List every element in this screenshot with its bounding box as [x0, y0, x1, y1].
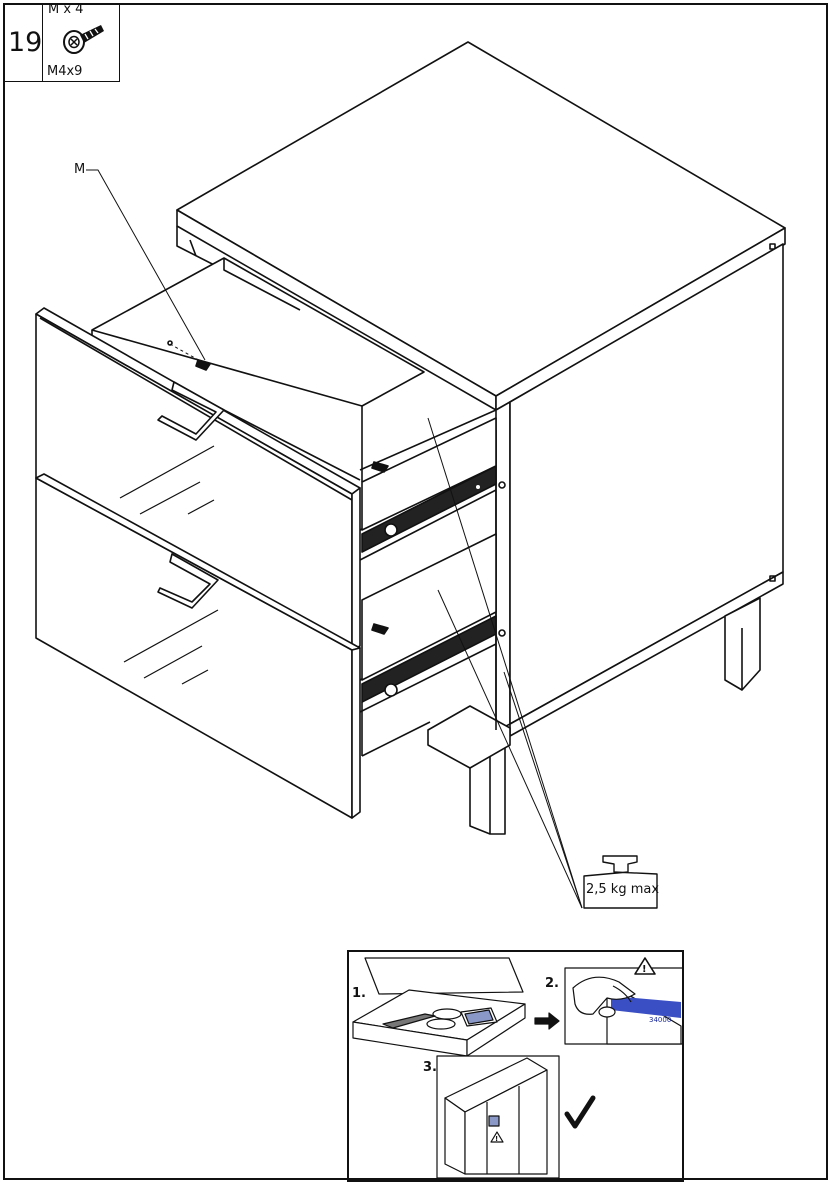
callout-leaders	[86, 169, 583, 909]
top-panel	[176, 41, 786, 411]
screw-icon	[63, 25, 104, 54]
notice-step-1-label: 1.	[352, 986, 366, 1001]
screw-callout-label: M	[74, 162, 86, 177]
warning-triangle-icon: !	[634, 957, 656, 975]
lower-drawer-front	[35, 473, 361, 819]
svg-text:!: !	[495, 1135, 498, 1143]
page-frame	[3, 3, 828, 1180]
svg-text:!: !	[642, 964, 647, 975]
part-code: M4x9	[47, 64, 83, 79]
wardrobe-illustration: !	[436, 1055, 560, 1179]
notice-step-2-label: 2.	[545, 976, 559, 991]
lower-drawer-box	[361, 533, 497, 757]
instruction-notice-box: 1. 2. 3. 34000	[347, 950, 684, 1182]
notice-illustrations: 34000 ! !	[352, 957, 682, 1179]
screws	[167, 340, 389, 635]
checkmark-icon	[564, 1095, 596, 1129]
label-peel-illustration: 34000	[564, 967, 682, 1045]
arrow-right-icon	[534, 1012, 560, 1030]
step-number-cell: 19	[5, 5, 43, 82]
notice-step-3-label: 3.	[423, 1060, 437, 1075]
drawer-handles	[157, 381, 225, 609]
part-cell: M x 4 M4x9	[43, 2, 120, 82]
upper-drawer-box	[91, 257, 497, 553]
part-quantity: M x 4	[48, 2, 84, 17]
legs	[427, 597, 761, 835]
label-code: 34000	[649, 1016, 671, 1024]
step-header: 19 M x 4 M4x9	[5, 2, 120, 82]
weight-icon	[583, 855, 658, 909]
open-box-illustration	[352, 957, 526, 1057]
step-number: 19	[8, 27, 43, 58]
weight-limit-label: 2,5 kg max	[586, 882, 660, 897]
